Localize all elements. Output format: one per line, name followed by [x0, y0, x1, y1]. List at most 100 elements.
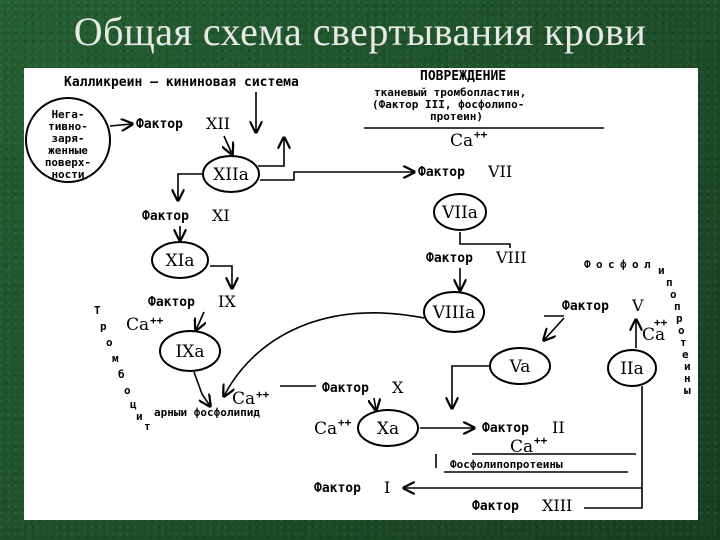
node-9a-label: IXa [176, 342, 205, 362]
ca-9-sup: ++ [150, 314, 164, 327]
pl-letter-11: р [676, 312, 683, 325]
coagulation-diagram: Калликреин — кининовая система Нега- тив… [25, 69, 691, 515]
node-9a [159, 330, 221, 372]
pl-letter-2: о [596, 258, 603, 271]
platelet-phospholipid-vertical: Т р о м б о ц и т арныи фосфолипид [94, 304, 260, 433]
node-8a-label: VIIIa [432, 303, 476, 323]
pl-letter-6: л [644, 258, 651, 271]
ca-x-sup: ++ [256, 388, 270, 401]
arrow-f9-to-9a [196, 311, 204, 330]
tissue-line-1: тканевый тромбопластин, [374, 86, 526, 99]
diagram-panel: Калликреин — кининовая система Нега- тив… [24, 68, 698, 520]
pl-letter-8: п [666, 276, 673, 289]
node-7a [433, 193, 487, 231]
node-5a-label: Va [509, 357, 531, 377]
node-10a [357, 409, 419, 447]
node-12a [202, 155, 260, 193]
neg-line-6: ности [51, 168, 84, 181]
phospholipids-vertical: Ф о с ф о л и п о п р о т е и н ы [584, 258, 691, 397]
factor-10-numeral: X [392, 378, 404, 397]
ca-2-label: Ca [510, 437, 533, 457]
factor-8-word: Фактор [426, 251, 473, 266]
tissue-line-3: протеин) [430, 110, 483, 123]
ca-9-label: Ca [126, 315, 149, 335]
factor-13-numeral: XIII [542, 496, 572, 515]
neg-line-5: поверх- [45, 156, 91, 169]
factor-12-numeral: XII [206, 114, 230, 133]
factor-7-word: Фактор [418, 165, 465, 180]
platelet-letter-5: б [118, 368, 125, 381]
node-2a [607, 349, 657, 387]
pl-letter-15: и [684, 360, 691, 373]
platelet-letter-1: Т [94, 304, 101, 317]
factor-9-word: Фактор [148, 295, 195, 310]
neg-line-1: Нега- [51, 108, 84, 121]
pl-letter-16: н [684, 372, 691, 385]
factor-7-numeral: VII [487, 162, 512, 181]
arrow-f12-to-12a [224, 135, 232, 154]
pl-letter-5: о [632, 258, 639, 271]
pl-letter-10: п [674, 300, 681, 313]
arrow-12a-feedback [258, 138, 284, 167]
platelet-letter-7: ц [130, 398, 137, 411]
node-11a [151, 241, 209, 279]
ca-x-label: Ca [232, 389, 255, 409]
arrow-11a-to-f9 [210, 265, 232, 288]
factor-5-numeral: V [631, 296, 644, 315]
line-7a-down [459, 232, 511, 248]
arrow-f5-to-5a [544, 317, 565, 340]
platelet-letter-8: и [136, 410, 143, 423]
node-2a-label: IIa [620, 359, 644, 379]
factor-2-word: Фактор [482, 421, 529, 436]
pl-letter-17: ы [684, 384, 691, 397]
node-11a-label: XIa [166, 251, 195, 271]
factor-1-word: Фактор [314, 481, 361, 496]
factor-12-word: Фактор [136, 117, 183, 132]
ca-damage-sup: ++ [474, 128, 488, 141]
ca-2a-sup: ++ [654, 316, 668, 329]
negative-surfaces-node [25, 97, 111, 183]
platelet-letter-3: о [106, 336, 113, 349]
neg-line-3: заря- [51, 132, 84, 145]
pl-letter-13: т [680, 336, 687, 349]
factor-8-numeral: VIII [495, 248, 527, 267]
slide-title: Общая схема свертывания крови [73, 9, 647, 54]
factor-13-word: Фактор [472, 499, 519, 514]
platelet-letter-2: р [100, 320, 107, 333]
ca-2-sup: ++ [534, 434, 548, 447]
pl-letter-1: Ф [584, 258, 591, 271]
factor-9-numeral: IX [218, 292, 236, 311]
neg-line-4: женные [48, 144, 88, 157]
arrow-f10-to-10a [374, 397, 376, 410]
node-7a-label: VIIa [441, 203, 478, 223]
factor-11-numeral: XI [212, 206, 230, 225]
factor-1-numeral: I [384, 478, 390, 497]
ca-10a-sup: ++ [338, 416, 352, 429]
pl-letter-7: и [658, 264, 665, 277]
tissue-line-2: (Фактор III, фосфолипо- [372, 98, 524, 111]
damage-title: ПОВРЕЖДЕНИЕ [420, 69, 506, 84]
arrow-to-f7 [260, 172, 414, 181]
pl-letter-14: е [682, 348, 689, 361]
ca-2a-label: Ca [642, 325, 665, 345]
pl-letter-12: о [678, 324, 685, 337]
negative-surfaces-text: Нега- тивно- заря- женные поверх- ности [45, 108, 91, 181]
ca-damage-label: Ca [450, 131, 473, 151]
phospholipoproteins-label: Фосфолипопротеины [450, 458, 563, 471]
node-8a [423, 291, 485, 333]
node-12a-label: XIIa [213, 165, 249, 185]
pl-letter-4: ф [620, 258, 627, 271]
factor-2-numeral: II [552, 418, 565, 437]
platelet-letter-6: о [124, 384, 131, 397]
arrow-5a-to-10a [452, 365, 490, 408]
pl-letter-9: о [670, 288, 677, 301]
neg-line-2: тивно- [48, 120, 88, 133]
ca-10a-label: Ca [314, 419, 337, 439]
arrow-9a-to-complex [193, 371, 210, 406]
pl-letter-3: с [608, 258, 615, 271]
factor-10-word: Фактор [322, 381, 369, 396]
line-2a-down [636, 386, 643, 489]
arrow-8a-to-x-complex [224, 312, 425, 396]
platelet-letter-4: м [112, 352, 119, 365]
kallikrein-label: Калликреин — кининовая система [64, 75, 299, 90]
